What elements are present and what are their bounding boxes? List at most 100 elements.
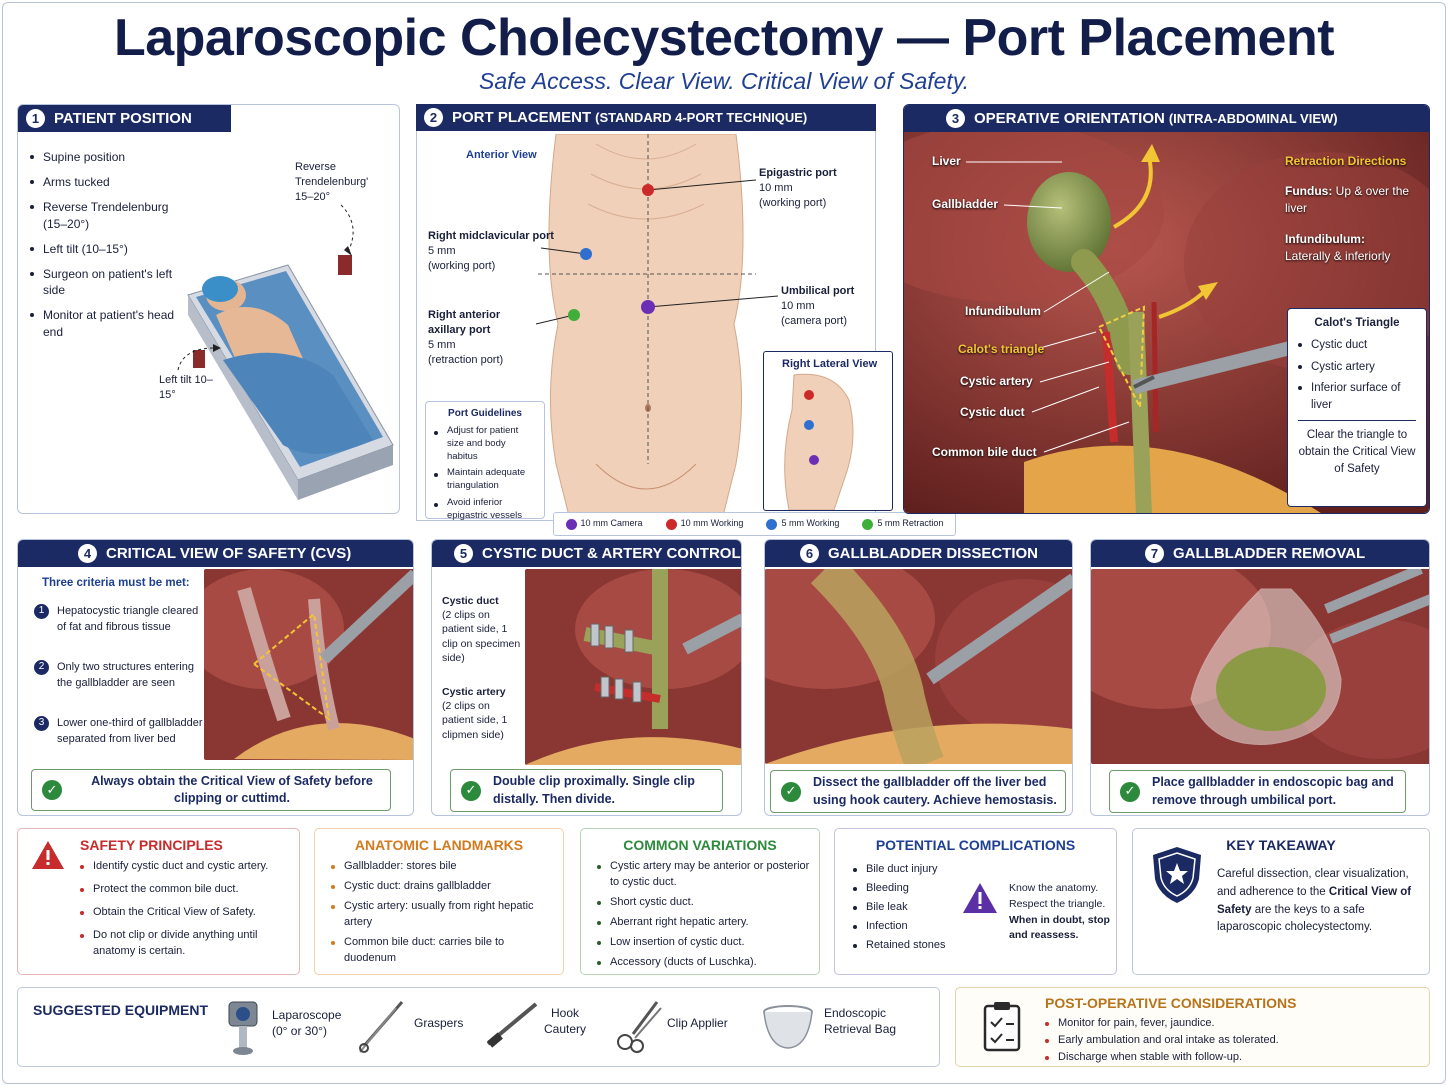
laparoscope-label: Laparoscope (0° or 30°)	[272, 1008, 342, 1039]
list-item: Monitor for pain, fever, jaundice.	[1045, 1016, 1420, 1032]
list-item: Gallbladder: stores bile	[331, 859, 556, 875]
port-markers	[535, 179, 779, 325]
infundibulum-label: Infundibulum	[965, 304, 1041, 318]
removal-illustration	[1091, 569, 1429, 764]
panel-1-title: PATIENT POSITION	[54, 110, 192, 127]
fundus-retraction-label: Fundus: Up & over the liver	[1285, 184, 1410, 215]
list-item: Supine position	[30, 149, 180, 165]
lateral-view-title: Right Lateral View	[782, 358, 878, 370]
list-item: Avoid inferior epigastric vessels	[434, 497, 536, 523]
port-legend: 10 mm Camera 10 mm Working 5 mm Working …	[553, 512, 956, 536]
list-item: Bleeding	[853, 881, 963, 897]
variations-title: COMMON VARIATIONS	[623, 837, 777, 853]
list-item: Surgeon on patient's left side	[30, 266, 180, 298]
list-item: Arms tucked	[30, 174, 180, 190]
legend-dot-icon	[665, 518, 677, 530]
safety-title: SAFETY PRINCIPLES	[80, 837, 223, 853]
guidelines-title: Port Guidelines	[448, 408, 522, 419]
takeaway-text: Careful dissection, clear visualization,…	[1217, 868, 1412, 934]
list-item: Cystic artery: usually from right hepati…	[331, 899, 556, 931]
page-title: Laparoscopic Cholecystectomy — Port Plac…	[113, 9, 1335, 67]
list-item: Identify cystic duct and cystic artery.	[80, 859, 290, 875]
clip-applier-icon	[617, 1001, 662, 1053]
list-item: Bile leak	[853, 900, 963, 916]
clipboard-checklist-icon	[983, 1002, 1021, 1052]
cystic-duct-label: Cystic duct(2 clips on patient side, 1 c…	[442, 595, 521, 664]
list-item: Retained stones	[853, 938, 963, 954]
port-guidelines-box: Port Guidelines Adjust for patient size …	[425, 401, 545, 521]
check-icon: ✓	[42, 780, 62, 800]
variations-list: Cystic artery may be anterior or posteri…	[597, 859, 812, 976]
warning-triangle-icon	[32, 841, 64, 869]
list-item: Discharge when stable with follow-up.	[1045, 1050, 1420, 1066]
list-item: Early ambulation and oral intake as tole…	[1045, 1033, 1420, 1049]
clip-applier-label: Clip Applier	[667, 1016, 728, 1030]
anatomic-landmarks-box: ANATOMIC LANDMARKS Gallbladder: stores b…	[314, 828, 564, 975]
list-item: Common bile duct: carries bile to duoden…	[331, 935, 556, 967]
check-icon: ✓	[1120, 781, 1140, 802]
landmarks-list: Gallbladder: stores bile Cystic duct: dr…	[331, 859, 556, 972]
clip-note: ✓Double clip proximally. Single clip dis…	[450, 769, 723, 812]
hook-cautery-icon	[486, 1002, 538, 1048]
dissection-illustration	[765, 569, 1072, 764]
check-icon: ✓	[461, 780, 481, 801]
panel-4-title: CRITICAL VIEW OF SAFETY (CVS)	[106, 545, 352, 562]
calots-box-footer: Clear the triangle to obtain the Critica…	[1298, 428, 1416, 476]
legend-item: 10 mm Camera	[565, 518, 643, 530]
complications-title: POTENTIAL COMPLICATIONS	[875, 837, 1076, 853]
step-number: 2	[424, 108, 443, 127]
step-number-icon: 1	[34, 604, 49, 619]
laparoscope-icon	[228, 1001, 258, 1055]
page-subtitle: Safe Access. Clear View. Critical View o…	[478, 68, 970, 94]
tilt-arrow-icon	[340, 204, 354, 256]
list-item: Inferior surface of liver	[1298, 380, 1416, 413]
retraction-directions-title: Retraction Directions	[1285, 154, 1407, 168]
list-item: Do not clip or divide anything until ana…	[80, 928, 290, 960]
left-tilt-arrow-icon	[177, 344, 221, 371]
safety-principles-box: SAFETY PRINCIPLES Identify cystic duct a…	[17, 828, 300, 975]
graspers-label: Graspers	[414, 1016, 464, 1030]
dissection-note: ✓Dissect the gallbladder off the liver b…	[770, 770, 1066, 813]
hook-cautery-label: Hook Cautery	[543, 1006, 587, 1037]
step-number: 4	[78, 544, 97, 563]
post-op-title: POST-OPERATIVE CONSIDERATIONS	[1045, 995, 1297, 1011]
legend-dot-icon	[766, 518, 778, 530]
anterior-view-label: Anterior View	[466, 149, 537, 161]
list-item: Low insertion of cystic duct.	[597, 935, 812, 951]
calots-box-title: Calot's Triangle	[1314, 317, 1400, 329]
post-operative-box: POST-OPERATIVE CONSIDERATIONS Monitor fo…	[955, 987, 1430, 1067]
infundibulum-retraction-label: Infundibulum:Laterally & inferiorly	[1285, 232, 1391, 263]
clip-application-illustration	[525, 569, 741, 765]
list-item: Cystic duct: drains gallbladder	[331, 879, 556, 895]
list-item: Monitor at patient's head end	[30, 307, 180, 339]
gallbladder-label: Gallbladder	[932, 197, 999, 211]
legend-item: 10 mm Working	[665, 518, 743, 530]
panel-3-title: OPERATIVE ORIENTATION	[974, 110, 1165, 127]
legend-item: 5 mm Retraction	[862, 518, 943, 530]
list-item: Adjust for patient size and body habitus	[434, 425, 536, 463]
panel-2-subtitle: (STANDARD 4-PORT TECHNIQUE)	[595, 110, 808, 125]
removal-note: ✓Place gallbladder in endoscopic bag and…	[1109, 770, 1406, 813]
position-list: Supine position Arms tucked Reverse Tren…	[30, 149, 180, 349]
list-item: Cystic duct	[1298, 337, 1416, 354]
step-number: 3	[946, 109, 965, 128]
operating-table-illustration	[187, 255, 394, 500]
list-item: Obtain the Critical View of Safety.	[80, 905, 290, 921]
list-item: Aberrant right hepatic artery.	[597, 915, 812, 931]
list-item: Short cystic duct.	[597, 895, 812, 911]
potential-complications-box: POTENTIAL COMPLICATIONS Bile duct injury…	[834, 828, 1117, 975]
cvs-note: ✓Always obtain the Critical View of Safe…	[31, 769, 391, 811]
list-item: Maintain adequate triangulation	[434, 467, 536, 493]
reverse-trendelenburg-label: Reverse Trendelenburg' 15–20°	[295, 161, 369, 203]
warning-triangle-icon	[963, 883, 997, 913]
cvs-intro: Three criteria must be met:	[42, 577, 190, 589]
